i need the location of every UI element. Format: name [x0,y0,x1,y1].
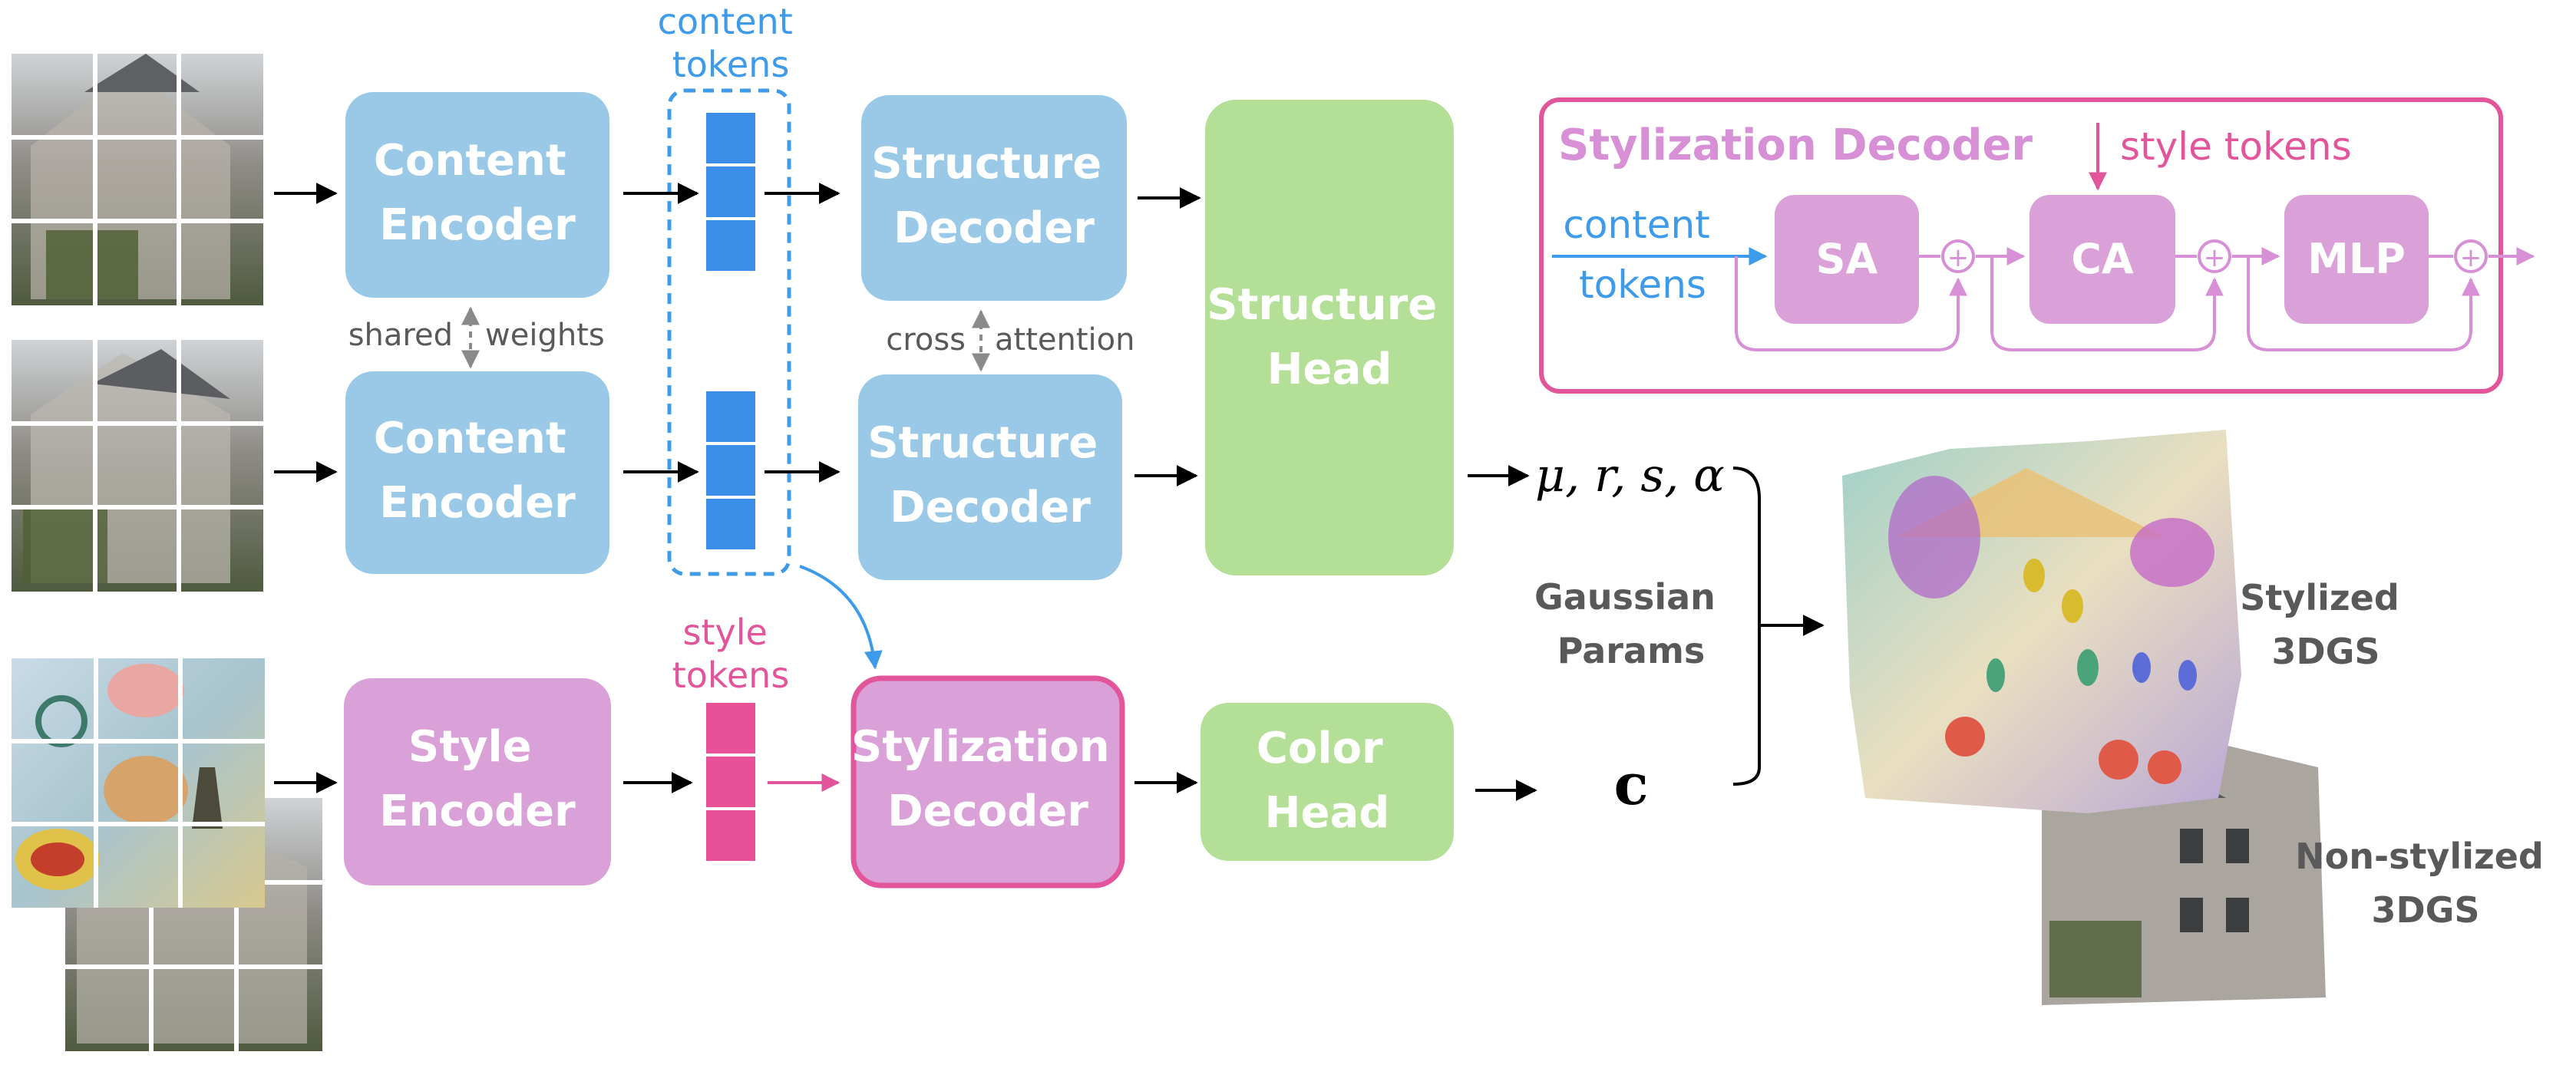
input-arrows [274,183,338,793]
content-encoder-2: Content Encoder [345,371,609,574]
content-tokens-label: content tokens [658,1,804,85]
inset-title: Stylization Decoder [1558,120,2033,170]
style-image [12,658,265,908]
inset-style-tokens-label: style tokens [2120,124,2352,169]
content-encoder-2-label: Content Encoder [374,414,581,528]
inset-sa-label: SA [1816,235,1878,283]
content-tokens-dashed-group [667,88,791,576]
decoder-to-head-arrows [1134,187,1201,793]
house-view-2 [12,340,263,592]
gaussian-params-label: Gaussian Params [1534,576,1728,671]
stylization-decoder-inset: Stylization Decoder style tokens content… [1539,97,2535,394]
inset-sa-block: SA [1775,195,1919,324]
weights-label: weights [485,318,605,353]
output-bracket [1732,467,1761,786]
cross-attention: cross attention [886,309,1134,372]
non-stylized-label: Non-stylized 3DGS [2295,836,2556,931]
style-token-stack [703,700,758,864]
structure-decoder-1: Structure Decoder [861,95,1127,301]
content-encoder-1: Content Encoder [345,92,609,298]
svg-text:+: + [2204,242,2226,273]
structure-decoder-1-label: Structure Decoder [871,139,1117,253]
style-tokens-label: style tokens [672,612,790,696]
head-output-arrows [1468,465,1537,801]
attention-label: attention [995,322,1134,358]
stylization-decoder: Stylization Decoder [850,675,1125,889]
content-token-stack-2 [703,388,758,552]
content-to-stylization-arrow [799,565,883,670]
inset-residual-plus-1: + [1941,239,1975,273]
content-tokens: content tokens [658,1,804,576]
house-view-1 [12,54,263,305]
structure-decoder-2-label: Structure Decoder [867,418,1113,532]
inset-residual-plus-2: + [2198,239,2231,273]
shared-weights: shared weights [348,306,605,369]
stylization-decoder-label: Stylization Decoder [851,722,1125,836]
color-head: Color Head [1200,703,1454,861]
cross-label: cross [886,322,966,358]
gaussian-symbols: μ, r, s, α [1535,449,1725,503]
structure-head-label: Structure Head [1207,280,1452,394]
style-encoder: Style Encoder [344,678,611,885]
stylized-label: Stylized 3DGS [2240,577,2412,672]
content-encoder-1-label: Content Encoder [374,136,581,250]
inset-residual-plus-3: + [2454,239,2488,273]
style-encoder-label: Style Encoder [379,722,576,836]
inset-mlp-label: MLP [2307,235,2406,283]
structure-decoder-2: Structure Decoder [858,374,1122,580]
color-head-label: Color Head [1257,724,1398,838]
shared-label: shared [348,318,453,353]
inset-flow-arrows [1735,247,2535,351]
svg-text:+: + [1947,242,1970,273]
color-symbol: c [1613,752,1648,818]
content-token-stack-1 [703,110,758,274]
structure-head: Structure Head [1205,100,1454,575]
stylized-render [1842,430,2241,813]
inset-ca-block: CA [2029,195,2175,324]
encoder-to-token-arrows [623,183,841,793]
style-tokens: style tokens [672,612,790,864]
inset-ca-label: CA [2071,235,2134,283]
inset-content-tokens-label: content tokens [1563,203,1722,307]
inset-mlp-block: MLP [2284,195,2429,324]
svg-text:+: + [2460,242,2482,273]
